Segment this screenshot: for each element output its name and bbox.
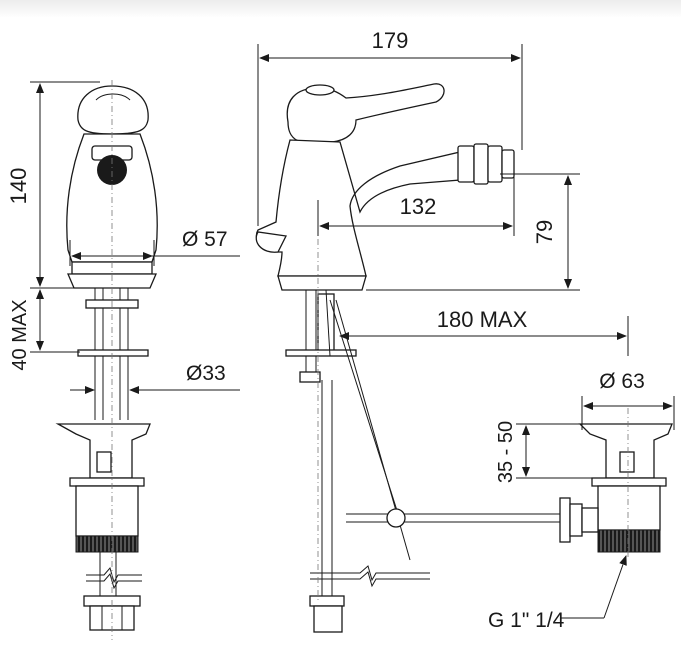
dim-base-diameter: Ø 57 — [182, 228, 228, 251]
dim-deck-thickness: 40 MAX — [9, 299, 31, 370]
top-shadow — [0, 0, 681, 18]
dim-thread: G 1" 1/4 — [488, 609, 565, 632]
spout-outlet-icon — [97, 155, 127, 185]
dim-waste-diameter: Ø 63 — [599, 370, 645, 393]
dim-pullrod-length: 180 MAX — [437, 307, 528, 332]
front-view-dimensions: 140 40 MAX Ø 57 Ø33 — [6, 81, 240, 394]
dim-height-total: 140 — [6, 168, 31, 205]
side-view — [255, 83, 560, 633]
dim-waste-range: 35 - 50 — [495, 421, 517, 483]
dim-hole-diameter: Ø33 — [186, 362, 226, 385]
dim-width-total: 179 — [372, 28, 409, 53]
dim-spout-height: 79 — [532, 220, 557, 244]
dim-spout-reach: 132 — [400, 194, 437, 219]
side-view-dimensions: 179 132 79 180 MAX Ø 63 35 - 50 G 1" 1/4 — [257, 28, 675, 632]
front-view — [55, 80, 158, 640]
waste-view — [559, 408, 673, 560]
